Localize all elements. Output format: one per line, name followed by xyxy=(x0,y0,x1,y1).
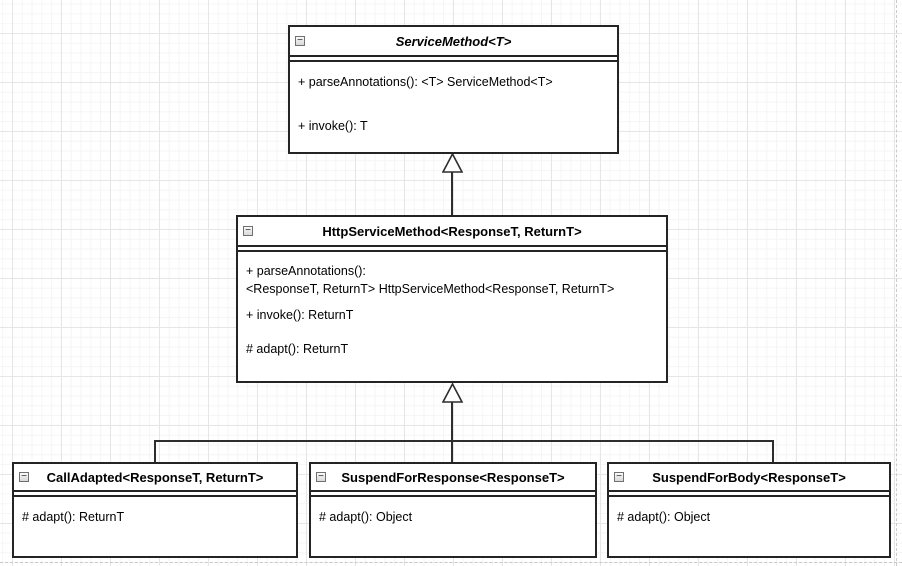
collapse-icon[interactable]: − xyxy=(243,226,253,236)
collapse-icon[interactable]: − xyxy=(19,472,29,482)
collapse-icon[interactable]: − xyxy=(295,36,305,46)
collapse-icon[interactable]: − xyxy=(614,472,624,482)
method-label: # adapt(): Object xyxy=(319,510,413,524)
class-title-bar: − SuspendForResponse<ResponseT> xyxy=(311,464,595,492)
compartment-separator xyxy=(238,247,666,252)
methods-compartment: # adapt(): Object xyxy=(609,497,889,537)
class-name: CallAdapted<ResponseT, ReturnT> xyxy=(46,469,264,485)
methods-compartment: # adapt(): Object xyxy=(311,497,595,537)
method-label: # adapt(): Object xyxy=(617,510,711,524)
generalization-edge-subclasses-trunk[interactable] xyxy=(451,401,453,462)
methods-compartment: # adapt(): ReturnT xyxy=(14,497,296,537)
method-label: # adapt(): ReturnT xyxy=(246,342,349,356)
generalization-arrowhead-icon xyxy=(442,153,463,173)
method-label: + parseAnnotations(): <ResponseT, Return… xyxy=(246,264,615,296)
method-label: # adapt(): ReturnT xyxy=(22,510,125,524)
class-title-bar: − HttpServiceMethod<ResponseT, ReturnT> xyxy=(238,217,666,247)
compartment-separator xyxy=(311,492,595,497)
method-label: + parseAnnotations(): <T> ServiceMethod<… xyxy=(298,75,553,89)
generalization-edge-drop-suspendforbody[interactable] xyxy=(772,440,774,462)
page-boundary-horizontal xyxy=(0,562,902,563)
generalization-edge-drop-calladapted[interactable] xyxy=(154,440,156,462)
method-label: + invoke(): T xyxy=(298,119,368,133)
compartment-separator xyxy=(609,492,889,497)
uml-class-httpservicemethod[interactable]: − HttpServiceMethod<ResponseT, ReturnT> … xyxy=(236,215,668,383)
generalization-edge-http-to-servicemethod[interactable] xyxy=(451,172,453,215)
uml-class-servicemethod[interactable]: − ServiceMethod<T> + parseAnnotations():… xyxy=(288,25,619,154)
method-label: + invoke(): ReturnT xyxy=(246,308,354,322)
uml-class-calladapted[interactable]: − CallAdapted<ResponseT, ReturnT> # adap… xyxy=(12,462,298,558)
class-title-bar: − ServiceMethod<T> xyxy=(290,27,617,57)
class-name: SuspendForBody<ResponseT> xyxy=(652,469,846,485)
class-name: SuspendForResponse<ResponseT> xyxy=(341,469,565,485)
class-title-bar: − SuspendForBody<ResponseT> xyxy=(609,464,889,492)
class-name: ServiceMethod<T> xyxy=(395,33,512,49)
collapse-icon[interactable]: − xyxy=(316,472,326,482)
generalization-arrowhead-icon xyxy=(442,383,463,403)
generalization-edge-branch-horizontal[interactable] xyxy=(154,440,774,442)
methods-compartment: + parseAnnotations(): <ResponseT, Return… xyxy=(238,252,666,368)
page-boundary-vertical xyxy=(896,0,897,566)
class-name: HttpServiceMethod<ResponseT, ReturnT> xyxy=(322,223,582,239)
class-title-bar: − CallAdapted<ResponseT, ReturnT> xyxy=(14,464,296,492)
methods-compartment: + parseAnnotations(): <T> ServiceMethod<… xyxy=(290,62,617,146)
uml-class-suspendforresponse[interactable]: − SuspendForResponse<ResponseT> # adapt(… xyxy=(309,462,597,558)
compartment-separator xyxy=(290,57,617,62)
uml-class-suspendforbody[interactable]: − SuspendForBody<ResponseT> # adapt(): O… xyxy=(607,462,891,558)
compartment-separator xyxy=(14,492,296,497)
